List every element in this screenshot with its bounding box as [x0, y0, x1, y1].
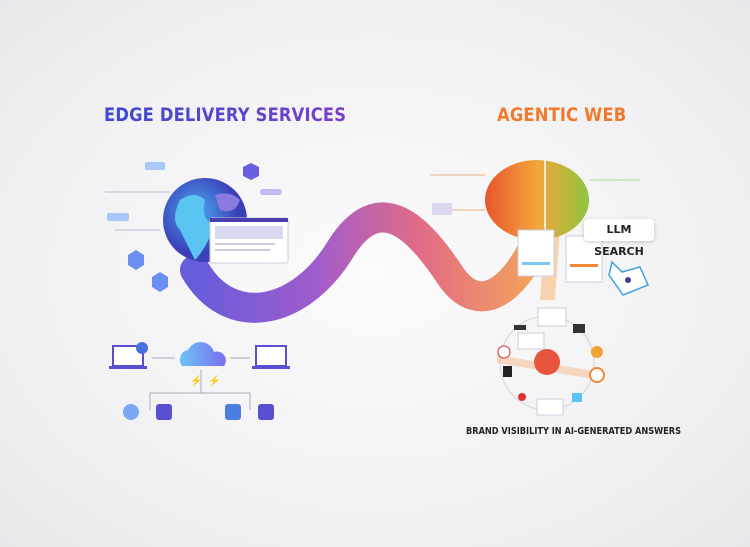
database-icon	[156, 404, 172, 420]
brand-icon	[514, 325, 526, 330]
cloud-icon	[179, 342, 226, 366]
webpage-card	[209, 217, 289, 264]
agentic-web-title: AGENTIC WEB	[497, 104, 627, 126]
user-icon	[136, 342, 148, 354]
brand-icon	[503, 366, 512, 377]
chip-label	[260, 189, 282, 195]
brand-visibility-diagram	[497, 307, 605, 416]
result-card	[565, 235, 603, 283]
brand-icon	[518, 393, 526, 401]
brand-icon	[497, 345, 511, 359]
svg-text:⚡: ⚡	[208, 374, 220, 387]
brand-icon	[591, 346, 603, 358]
database-icon	[225, 404, 241, 420]
user-hexagon-icon	[152, 272, 168, 292]
edge-delivery-title: EDGE DELIVERY SERVICES	[104, 104, 347, 126]
chip-label	[107, 213, 129, 221]
brand-icon	[572, 393, 582, 402]
database-icon	[258, 404, 274, 420]
edge-network-diagram: ⚡⚡	[109, 342, 290, 420]
user-icon	[123, 404, 139, 420]
ribbon-wave	[180, 202, 560, 323]
eye-icon	[625, 277, 631, 283]
result-card	[517, 229, 555, 277]
brain-icon	[430, 160, 640, 240]
brand-icon	[589, 367, 605, 383]
hexagon-icon	[128, 250, 144, 270]
llm-search-badge: LLM SEARCH	[584, 219, 654, 258]
chip-label	[145, 162, 165, 170]
hexagon-icon	[243, 163, 259, 180]
brand-visibility-caption: BRAND VISIBILITY IN AI-GENERATED ANSWERS	[466, 426, 681, 437]
svg-text:⚡: ⚡	[190, 374, 202, 387]
brand-logo-icon	[534, 349, 560, 375]
brand-icon	[573, 324, 585, 333]
laptop-icon	[255, 345, 287, 367]
